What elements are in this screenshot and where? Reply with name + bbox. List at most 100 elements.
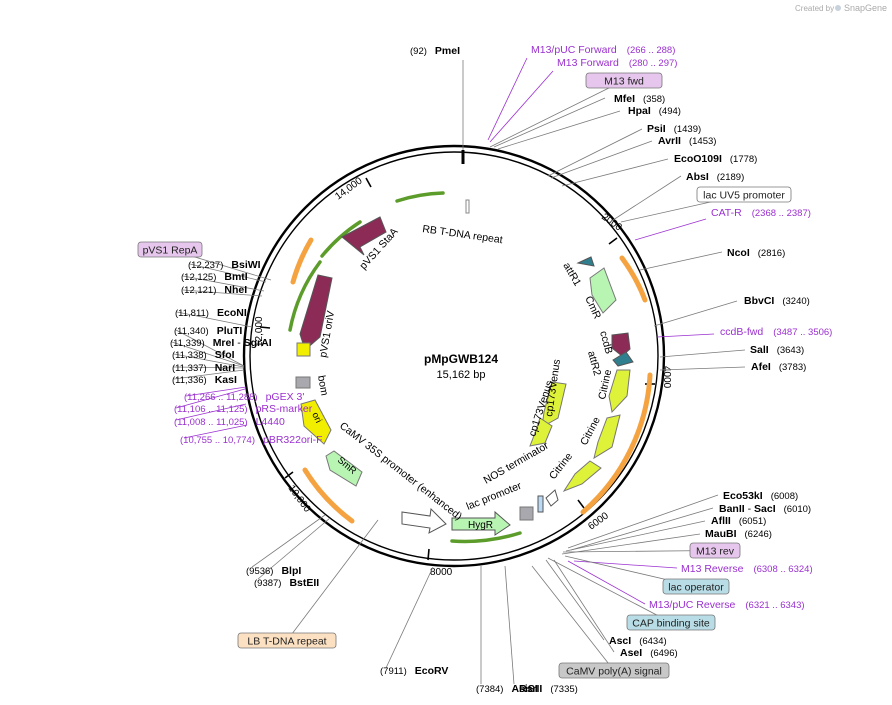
enzyme-position: (6051)	[739, 516, 766, 527]
enzyme-label[interactable]: (9536)BlpI	[246, 565, 301, 577]
enzyme-label[interactable]: AfeI(3783)	[751, 361, 806, 373]
feature-box-frame	[585, 72, 663, 89]
enzyme-label[interactable]: AseI(6496)	[620, 647, 678, 659]
enzyme-name-2: SgrAI	[244, 337, 272, 349]
enzyme-position: (1778)	[730, 154, 757, 165]
enzyme-label[interactable]: MauBI(6246)	[705, 528, 772, 540]
enzyme-label[interactable]: MfeI (358)	[614, 93, 665, 105]
primer-label[interactable]: M13 Forward(280 .. 297)	[557, 57, 677, 69]
arc-orange-left	[290, 237, 314, 285]
enzyme-name: pBR322ori-F	[263, 434, 323, 446]
enzyme-label[interactable]: (11,339)MreI - SgrAI	[170, 337, 272, 349]
enzyme-label[interactable]: (7384)AsiSI	[476, 683, 538, 695]
enzyme-label[interactable]: (12,121) NheI	[181, 284, 247, 296]
enzyme-name: MfeI	[614, 93, 635, 105]
feature-box-lac-operator[interactable]: lac operator	[662, 578, 730, 595]
tick-label-8000: 8000	[430, 567, 453, 578]
primer-label[interactable]: M13/pUC Forward(266 .. 288)	[531, 44, 675, 56]
leader-hpai	[497, 110, 621, 150]
leader-bsteii	[257, 517, 331, 580]
leader-aflii	[565, 520, 706, 552]
enzyme-position: (7384)	[476, 684, 503, 695]
enzyme-label[interactable]: NcoI(2816)	[727, 247, 785, 259]
enzyme-label[interactable]: SalI(3643)	[750, 344, 804, 356]
enzyme-label[interactable]: (11,337)NarI	[172, 362, 235, 374]
enzyme-label[interactable]: AflII(6051)	[711, 515, 766, 527]
enzyme-label[interactable]: (11,106 .. 11,125)pRS-marker	[174, 403, 313, 415]
enzyme-label[interactable]: HpaI(494)	[628, 105, 681, 117]
enzyme-name: BstEII	[289, 577, 319, 589]
leader-bsiwi	[189, 263, 267, 283]
enzyme-label[interactable]: AvrII(1453)	[658, 135, 716, 147]
feature-box-lb-t-dna-repeat[interactable]: LB T-DNA repeat	[237, 632, 337, 649]
feature-box-cap-binding-site[interactable]: CAP binding site	[626, 614, 716, 631]
enzyme-label[interactable]: RsrII(7335)	[519, 683, 578, 695]
feature-box-pvs1-repa[interactable]: pVS1 RepA	[137, 241, 203, 258]
enzyme-name: BsiWI	[231, 259, 260, 271]
enzyme-label[interactable]: (11,338)SfoI	[172, 349, 235, 361]
label-ccdb: ccdB	[597, 330, 615, 356]
feature-box-m13-rev[interactable]: M13 rev	[689, 542, 741, 559]
rb-tdna-repeat-mark	[465, 199, 470, 214]
enzyme-position: (12,121)	[181, 285, 216, 296]
feature-box-m13-fwd[interactable]: M13 fwd	[585, 72, 663, 89]
cp173venus-arrow-2	[529, 417, 553, 447]
leader-eco53ki	[567, 494, 719, 549]
tick-10000	[284, 471, 294, 479]
leader-bmti	[182, 275, 265, 292]
enzyme-label[interactable]: (9387)BstEII	[254, 577, 319, 589]
leader-box-0	[489, 80, 625, 148]
enzyme-position: (11,339)	[170, 338, 205, 349]
leader-maubi	[561, 533, 701, 555]
enzyme-label[interactable]: (11,008 .. 11,025)L4440	[174, 416, 285, 428]
enzyme-label[interactable]: PsiI(1439)	[647, 123, 701, 135]
enzyme-label[interactable]: AscI(6434)	[609, 635, 667, 647]
enzyme-label[interactable]: BanII - SacI(6010)	[719, 503, 811, 515]
enzyme-name: NheI	[224, 284, 247, 296]
leader-bbvci	[653, 300, 738, 327]
feature-box-frame	[137, 241, 203, 258]
enzyme-label[interactable]: AbsI(2189)	[686, 171, 744, 183]
primer-label[interactable]: M13/pUC Reverse(6321 .. 6343)	[649, 599, 805, 611]
enzyme-name: SalI	[750, 344, 769, 356]
enzyme-position: (11,337)	[172, 363, 207, 374]
label-ori: ori	[309, 411, 323, 425]
feature-box-camv-poly-a-signal[interactable]: CaMV poly(A) signal	[558, 662, 670, 679]
feature-box-lac-uv5-promoter[interactable]: lac UV5 promoter	[696, 186, 792, 203]
camv-35s-promoter-arrow	[401, 507, 447, 534]
enzyme-label[interactable]: (12,125)BmtI	[181, 271, 248, 283]
primer-label[interactable]: M13 Reverse(6308 .. 6324)	[681, 563, 813, 575]
primer-name: M13/pUC Forward	[531, 44, 617, 56]
enzyme-name: L4440	[256, 416, 285, 428]
enzyme-name-2: SacI	[754, 503, 776, 515]
watermark-prefix: Created by	[795, 4, 834, 13]
enzyme-name: EcoNI	[217, 307, 247, 319]
outer-arc-features	[288, 191, 653, 544]
primer-label[interactable]: ccdB-fwd(3487 .. 3506)	[720, 326, 832, 338]
leader-absi	[609, 175, 682, 223]
enzyme-label[interactable]: BbvCI(3240)	[744, 295, 810, 307]
feature-box-label: lac operator	[668, 582, 724, 594]
enzyme-label[interactable]: Eco53kI(6008)	[723, 490, 798, 502]
enzyme-label[interactable]: (11,340)PluTI	[174, 325, 242, 337]
enzyme-label[interactable]: (92)PmeI	[410, 45, 460, 57]
plasmid-length: 15,162 bp	[437, 369, 486, 381]
leader-blpi	[251, 514, 326, 568]
enzyme-label[interactable]: (11,811)EcoNI	[175, 307, 247, 319]
enzyme-position: (358)	[643, 94, 665, 105]
enzyme-label[interactable]: (11,266 .. 11,288)pGEX 3'	[184, 391, 304, 403]
enzyme-position: (6434)	[639, 636, 666, 647]
enzyme-label[interactable]: (10,755 .. 10,774)pBR322ori-F	[180, 434, 323, 446]
ccdb-arrow	[611, 332, 631, 357]
label-citrine-3: Citrine	[547, 450, 575, 481]
enzyme-label[interactable]: (7911)EcoRV	[380, 665, 448, 677]
arc-green-left-top	[320, 220, 362, 258]
hygr-arrow	[451, 510, 511, 536]
leader-box-5	[547, 557, 672, 623]
enzyme-label[interactable]: (11,336)KasI	[172, 374, 237, 386]
primer-label[interactable]: CAT-R(2368 .. 2387)	[711, 207, 811, 219]
feature-box-label: M13 fwd	[604, 76, 644, 88]
enzyme-label[interactable]: (12,237)BsiWI	[188, 259, 261, 271]
enzyme-label[interactable]: EcoO109I(1778)	[674, 153, 757, 165]
feature-box-frame	[626, 614, 716, 631]
